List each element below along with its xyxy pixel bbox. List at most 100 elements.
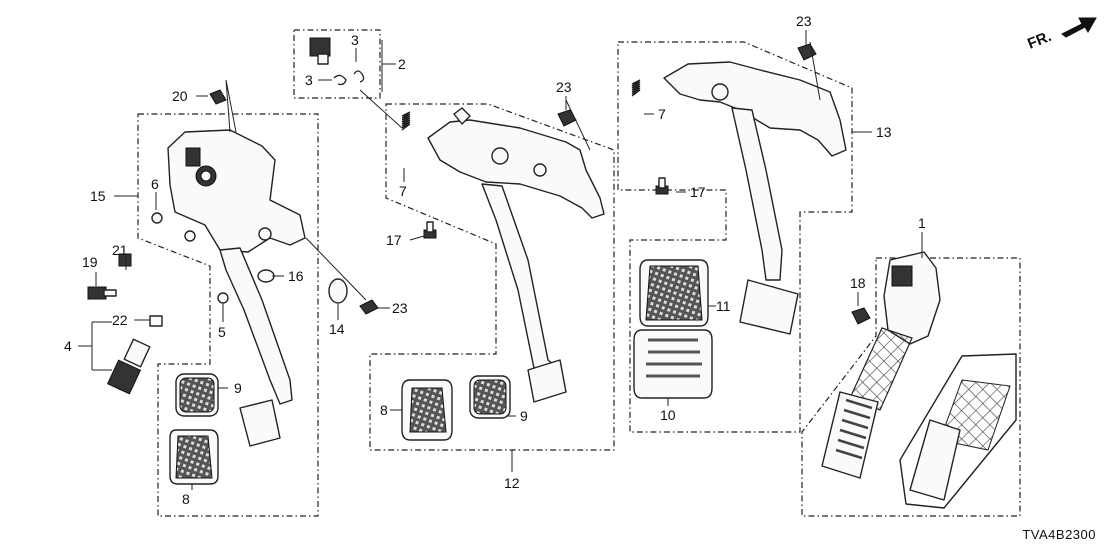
front-arrow-icon [1061, 17, 1097, 38]
leader-17a [409, 235, 425, 241]
part-23-nut-middle [557, 109, 577, 127]
leader-4 [78, 321, 112, 371]
callout-3a: 3 [351, 32, 359, 48]
callout-12: 12 [504, 475, 520, 491]
part-3-clip-upper [353, 70, 365, 83]
pad-9-middle-texture [473, 379, 507, 415]
pedal-bracket [167, 129, 306, 253]
leader-20b [225, 79, 237, 133]
pivot-boss-right [711, 83, 729, 101]
callout-8a: 8 [182, 491, 190, 507]
part-14-cover [328, 278, 348, 304]
left-brake-pedal-group [87, 29, 381, 517]
clutch-pedal-bracket [427, 119, 605, 219]
callout-23c: 23 [796, 13, 812, 29]
callout-11: 11 [716, 298, 731, 314]
accelerator-sensor [891, 265, 913, 287]
callout-5: 5 [218, 324, 226, 340]
callout-18: 18 [850, 275, 866, 291]
boundary-left-group [137, 113, 319, 517]
bracket-hole [184, 230, 196, 242]
middle-pedal-group [369, 103, 615, 451]
callout-17b: 17 [690, 184, 706, 200]
part-5-stopper [217, 292, 229, 304]
leader-2-spring [359, 89, 403, 129]
part-4-stop-switch [106, 338, 151, 395]
callout-labels: 1 2 3 3 4 5 6 7 7 8 8 9 9 10 11 12 13 14… [64, 13, 926, 507]
leader-23b [565, 96, 591, 151]
part-20-bolt [209, 89, 227, 105]
part-2-switch [309, 37, 331, 65]
callout-4: 4 [64, 338, 72, 354]
brake-pedal-bracket-right [663, 61, 847, 157]
accelerator-arm [849, 327, 913, 411]
accelerator-pad [821, 391, 879, 479]
pivot-boss-2 [533, 163, 547, 177]
callout-16: 16 [288, 268, 304, 284]
pad-9-texture [179, 377, 215, 413]
right-center-pedal-group [617, 41, 853, 433]
boundary-accelerator-group [801, 257, 1021, 517]
part-23-nut-right [797, 43, 817, 61]
brake-pedal-plate [239, 399, 281, 447]
part-19-bolt [87, 286, 117, 300]
clutch-pedal-plate [527, 359, 567, 403]
accelerator-pad-ribs [835, 398, 873, 460]
callout-1: 1 [918, 215, 926, 231]
brake-pedal-arm [219, 247, 293, 405]
part-7-spring-right [631, 79, 641, 97]
brake-pedal-arm-right [731, 107, 783, 281]
callout-19: 19 [82, 254, 98, 270]
callout-20: 20 [172, 88, 188, 104]
brake-pedal-plate-right [739, 279, 799, 335]
callout-9a: 9 [234, 380, 242, 396]
pivot-hole [200, 170, 212, 182]
leader-23a [305, 237, 390, 309]
callout-23a: 23 [392, 300, 408, 316]
leader-23c [805, 30, 821, 101]
callout-14: 14 [329, 321, 345, 337]
part-21-nut [118, 253, 132, 267]
fr-label: FR. [1025, 28, 1054, 53]
part-23-nut-left [359, 299, 379, 315]
boundary-right-center-group [617, 41, 853, 433]
callout-22: 22 [112, 312, 128, 328]
pad-8-texture [175, 435, 213, 479]
bracket-hole-2 [258, 227, 272, 241]
part-3-clip-lower [333, 74, 347, 86]
part-18-nut [851, 307, 871, 325]
part-22-clip [149, 315, 163, 327]
part-6-bushing [151, 212, 163, 224]
callout-2: 2 [398, 56, 406, 72]
pad-8-middle-texture [409, 387, 447, 433]
part-17-bolt-middle [423, 221, 437, 239]
leader-lines [78, 30, 923, 490]
part-7-spring-middle [401, 111, 411, 131]
leader-2 [381, 40, 396, 92]
callout-15: 15 [90, 188, 106, 204]
callout-9b: 9 [520, 408, 528, 424]
part-16-cushion [257, 269, 275, 283]
bracket-tab [453, 107, 471, 125]
callout-8b: 8 [380, 402, 388, 418]
accelerator-pedal-group [801, 251, 1021, 517]
pivot-boss [491, 147, 509, 165]
pad-11-texture [645, 265, 703, 321]
callout-17a: 17 [386, 232, 402, 248]
callout-21: 21 [112, 242, 128, 258]
front-direction-indicator: FR. [1025, 17, 1097, 53]
callout-7a: 7 [399, 183, 407, 199]
callout-3b: 3 [305, 72, 313, 88]
callout-10: 10 [660, 407, 676, 423]
callout-23b: 23 [556, 79, 572, 95]
callout-7b: 7 [658, 106, 666, 122]
part-17-bolt-right [655, 177, 669, 195]
switch-mount [185, 147, 201, 167]
accelerator-inset-pad [909, 419, 961, 501]
callout-6: 6 [151, 176, 159, 192]
pad-10-ribs [646, 338, 702, 378]
callout-13: 13 [876, 124, 892, 140]
boundary-middle-group [369, 103, 615, 451]
boundary-switch-kit [293, 29, 381, 99]
